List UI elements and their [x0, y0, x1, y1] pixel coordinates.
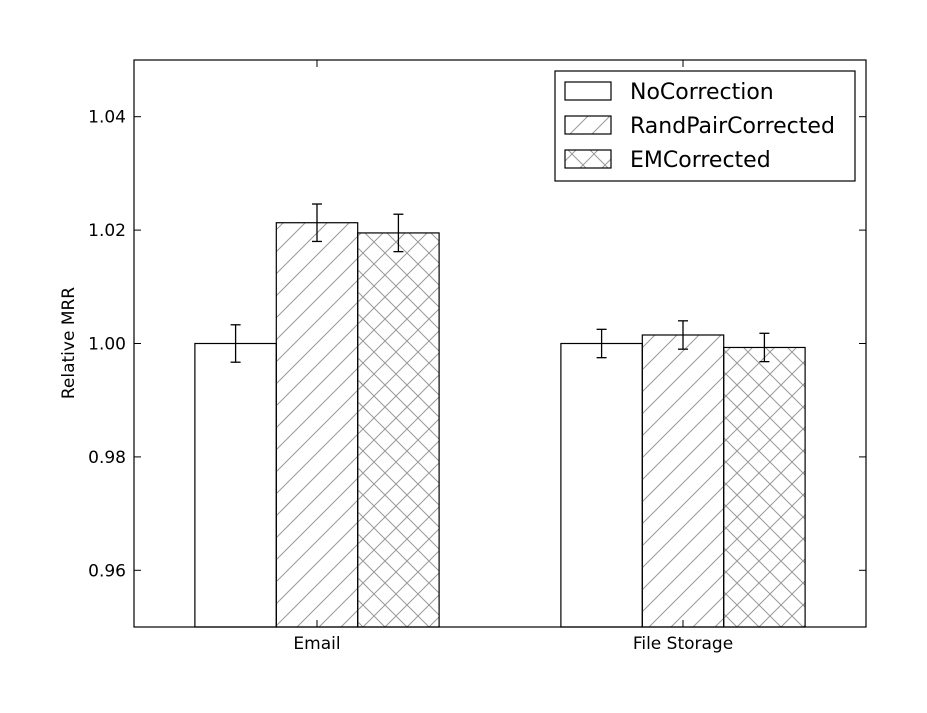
- bar-file-storage-randpaircorrected: [641, 334, 725, 628]
- bar-email-emcorrected: [357, 232, 440, 628]
- x-tick-label-email: Email: [293, 634, 340, 654]
- y-axis-label: Relative MRR: [59, 287, 79, 399]
- error-bars-layer: [230, 203, 770, 363]
- error-bar-file-storage-randpaircorrected: [678, 320, 688, 350]
- error-bar-file-storage-emcorrected: [759, 332, 770, 363]
- bar-email-nocorrection: [194, 342, 277, 628]
- x-tick-label-file-storage: File Storage: [633, 634, 733, 654]
- x-axis-ticks: Email File Storage: [293, 60, 733, 654]
- bars-layer: [194, 222, 806, 628]
- error-bar-email-randpaircorrected: [312, 203, 322, 243]
- bar-email-randpaircorrected: [275, 222, 359, 628]
- y-tick-label: 0.96: [88, 561, 126, 581]
- legend-label-nocorrection: NoCorrection: [630, 80, 774, 105]
- y-tick-label: 1.00: [88, 335, 126, 355]
- legend-label-randpaircorrected: RandPairCorrected: [630, 114, 835, 139]
- legend-swatch-nocorrection: [564, 81, 612, 101]
- y-tick-label: 1.02: [88, 221, 126, 241]
- error-bar-file-storage-nocorrection: [596, 328, 607, 359]
- legend-swatch-randpaircorrected: [564, 115, 612, 135]
- error-bar-email-nocorrection: [230, 324, 241, 363]
- legend-swatch-emcorrected: [564, 149, 612, 169]
- y-axis-ticks: 0.96 0.98 1.00 1.02 1.04: [88, 108, 866, 581]
- bar-file-storage-nocorrection: [560, 342, 643, 628]
- y-tick-label: 0.98: [88, 448, 126, 468]
- legend-label-emcorrected: EMCorrected: [630, 148, 771, 173]
- error-bar-email-emcorrected: [393, 213, 404, 253]
- bar-file-storage-emcorrected: [723, 346, 806, 628]
- y-tick-label: 1.04: [88, 108, 126, 128]
